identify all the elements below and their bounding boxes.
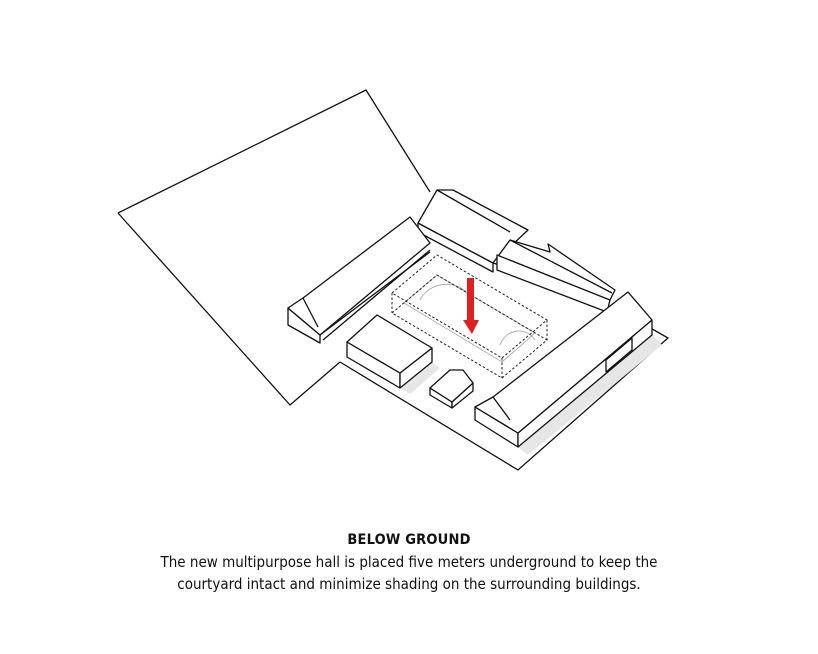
caption-line-1: The new multipurpose hall is placed five… (160, 553, 658, 571)
building-right-long (474, 291, 653, 448)
building-top-center (417, 189, 529, 273)
caption-line-2: courtyard intact and minimize shading on… (177, 575, 641, 593)
building-box (346, 314, 433, 389)
building-left-long (287, 216, 431, 344)
building-shadow (518, 335, 662, 455)
building-shadow (400, 362, 440, 394)
building-top-right (492, 239, 616, 313)
caption: BELOW GROUND The new multipurpose hall i… (0, 532, 818, 595)
caption-title: BELOW GROUND (347, 532, 471, 548)
underground-hall (391, 254, 548, 379)
down-arrow-icon (463, 278, 479, 334)
building-small-house (429, 369, 474, 409)
site-parcel-outline (117, 89, 670, 471)
